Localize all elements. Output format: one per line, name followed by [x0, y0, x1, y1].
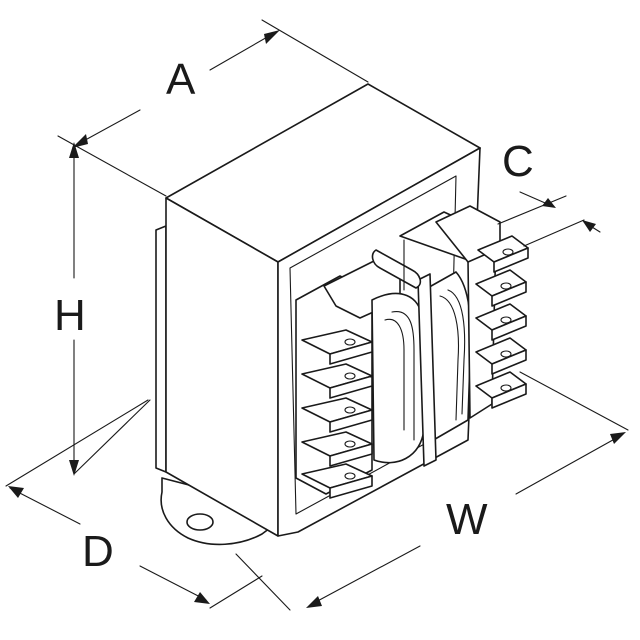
- top-rod: [371, 249, 422, 289]
- terminal-tab: [301, 463, 373, 499]
- terminal-tab: [475, 337, 527, 375]
- dimension-label-w: W: [446, 495, 488, 544]
- coil-winding: [371, 292, 425, 464]
- terminal-tab: [477, 235, 529, 273]
- dimension-c: [497, 191, 601, 247]
- terminal-tab: [475, 371, 527, 409]
- dimension-label-h: H: [54, 291, 86, 340]
- terminal-tab: [301, 329, 373, 365]
- dimension-a: [57, 19, 369, 197]
- dimension-label-a: A: [166, 55, 196, 104]
- terminals-left: [301, 329, 373, 499]
- terminals-right: [475, 235, 529, 409]
- dimension-label-c: C: [502, 137, 534, 186]
- bobbin-divider: [417, 273, 437, 467]
- dimension-label-d: D: [82, 527, 114, 576]
- mounting-foot: [160, 477, 271, 546]
- coil-line: [391, 311, 415, 441]
- dimension-d: [5, 399, 263, 609]
- coil-line: [447, 289, 466, 415]
- dimension-w: [235, 371, 629, 611]
- terminal-tab: [301, 397, 373, 433]
- terminal-tab: [475, 269, 527, 307]
- coil-line: [384, 318, 405, 431]
- coil-line: [439, 295, 459, 421]
- terminal-tab: [301, 431, 373, 467]
- terminal-tab: [475, 303, 527, 341]
- terminal-tab: [301, 363, 373, 399]
- lamination-side-strip: [155, 225, 167, 473]
- dimension-h: [69, 142, 151, 476]
- mounting-hole: [186, 513, 214, 531]
